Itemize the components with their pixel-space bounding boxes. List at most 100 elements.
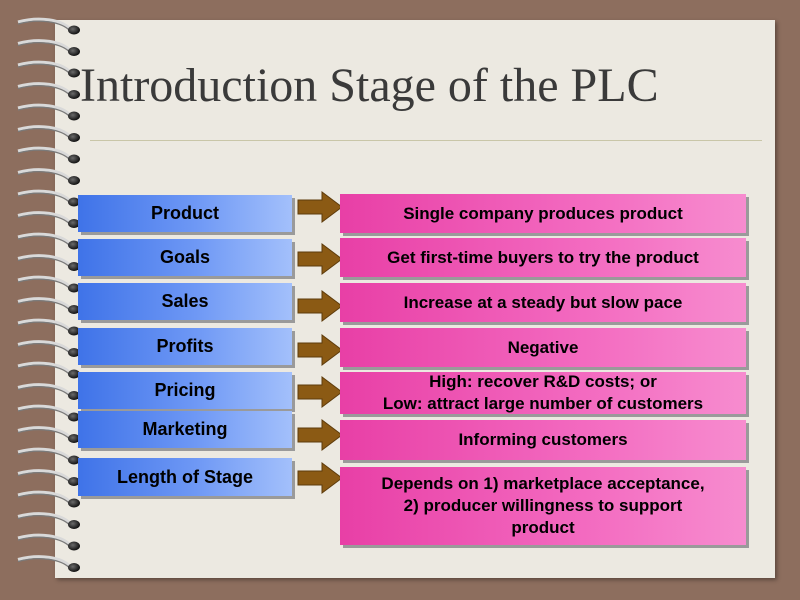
row-label-product: Product [78, 195, 292, 232]
arrow-icon [297, 334, 343, 366]
binding-hole [68, 154, 80, 164]
spiral-ring [17, 361, 72, 375]
binding-hole [68, 25, 80, 35]
binding-hole [68, 68, 80, 78]
spiral-ring-shadow [17, 63, 71, 75]
spiral-ring [17, 275, 72, 289]
spiral-binding [17, 17, 80, 572]
spiral-ring-shadow [17, 85, 71, 96]
binding-hole [68, 326, 80, 336]
spiral-ring [17, 103, 72, 117]
spiral-ring-shadow [17, 149, 71, 161]
spiral-ring [17, 254, 72, 267]
binding-hole [68, 197, 80, 207]
spiral-ring [17, 533, 72, 547]
row-description-length-of-stage: Depends on 1) marketplace acceptance, 2)… [340, 467, 746, 545]
row-description-marketing: Informing customers [340, 420, 746, 460]
spiral-ring [17, 490, 72, 504]
binding-hole [68, 262, 80, 271]
spiral-ring-shadow [17, 42, 71, 53]
binding-hole [68, 477, 80, 486]
spiral-ring [17, 318, 72, 332]
binding-hole [68, 498, 80, 508]
spiral-ring [17, 146, 72, 160]
binding-hole [68, 563, 80, 572]
spiral-ring-shadow [17, 343, 71, 354]
spiral-ring-shadow [17, 171, 71, 182]
binding-hole [68, 541, 80, 551]
spiral-ring-shadow [17, 257, 71, 268]
arrow-icon [297, 462, 343, 494]
spiral-ring [17, 125, 72, 138]
row-description-sales: Increase at a steady but slow pace [340, 283, 746, 322]
binding-hole [68, 283, 80, 293]
spiral-ring-shadow [17, 493, 71, 505]
title-divider [90, 140, 762, 141]
spiral-ring-shadow [17, 278, 71, 290]
binding-hole [68, 348, 80, 357]
binding-hole [68, 369, 80, 379]
row-label-marketing: Marketing [78, 411, 292, 448]
spiral-ring-shadow [17, 536, 71, 548]
binding-hole [68, 90, 80, 99]
spiral-ring-shadow [17, 515, 71, 526]
spiral-ring [17, 555, 72, 568]
row-description-pricing: High: recover R&D costs; or Low: attract… [340, 372, 746, 414]
spiral-ring [17, 17, 72, 31]
arrow-icon [297, 419, 343, 451]
spiral-ring-shadow [17, 106, 71, 118]
spiral-ring [17, 189, 72, 203]
spiral-ring-shadow [17, 128, 71, 139]
binding-hole [68, 455, 80, 465]
row-description-profits: Negative [340, 328, 746, 367]
binding-hole [68, 47, 80, 56]
binding-hole [68, 240, 80, 250]
spiral-ring [17, 404, 72, 418]
binding-hole [68, 305, 80, 314]
binding-hole [68, 391, 80, 400]
binding-hole [68, 133, 80, 142]
spiral-ring [17, 469, 72, 482]
binding-hole [68, 520, 80, 529]
spiral-ring [17, 512, 72, 525]
spiral-ring [17, 232, 72, 246]
binding-hole [68, 412, 80, 422]
row-description-goals: Get first-time buyers to try the product [340, 238, 746, 277]
binding-hole [68, 111, 80, 121]
slide-title: Introduction Stage of the PLC [80, 59, 659, 112]
spiral-ring-shadow [17, 429, 71, 440]
spiral-ring [17, 340, 72, 353]
spiral-ring-shadow [17, 558, 71, 569]
row-label-profits: Profits [78, 328, 292, 365]
spiral-ring [17, 60, 72, 74]
spiral-ring-shadow [17, 450, 71, 462]
spiral-ring-shadow [17, 192, 71, 204]
spiral-ring [17, 211, 72, 224]
spiral-ring [17, 383, 72, 396]
row-description-product: Single company produces product [340, 194, 746, 233]
binding-hole [68, 219, 80, 228]
spiral-ring-shadow [17, 235, 71, 247]
spiral-ring-shadow [17, 20, 71, 32]
row-label-goals: Goals [78, 239, 292, 276]
spiral-ring [17, 297, 72, 310]
binding-hole [68, 176, 80, 185]
spiral-ring-shadow [17, 407, 71, 419]
spiral-ring [17, 426, 72, 439]
arrow-icon [297, 290, 343, 322]
arrow-icon [297, 243, 343, 275]
spiral-ring [17, 168, 72, 181]
row-label-sales: Sales [78, 283, 292, 320]
arrow-icon [297, 376, 343, 408]
spiral-ring [17, 447, 72, 461]
spiral-ring-shadow [17, 214, 71, 225]
spiral-ring [17, 39, 72, 52]
spiral-ring-shadow [17, 472, 71, 483]
spiral-ring-shadow [17, 386, 71, 397]
arrow-icon [297, 191, 343, 223]
spiral-ring-shadow [17, 321, 71, 333]
spiral-ring-shadow [17, 300, 71, 311]
spiral-ring [17, 82, 72, 95]
row-label-length-of-stage: Length of Stage [78, 458, 292, 496]
spiral-ring-shadow [17, 364, 71, 376]
